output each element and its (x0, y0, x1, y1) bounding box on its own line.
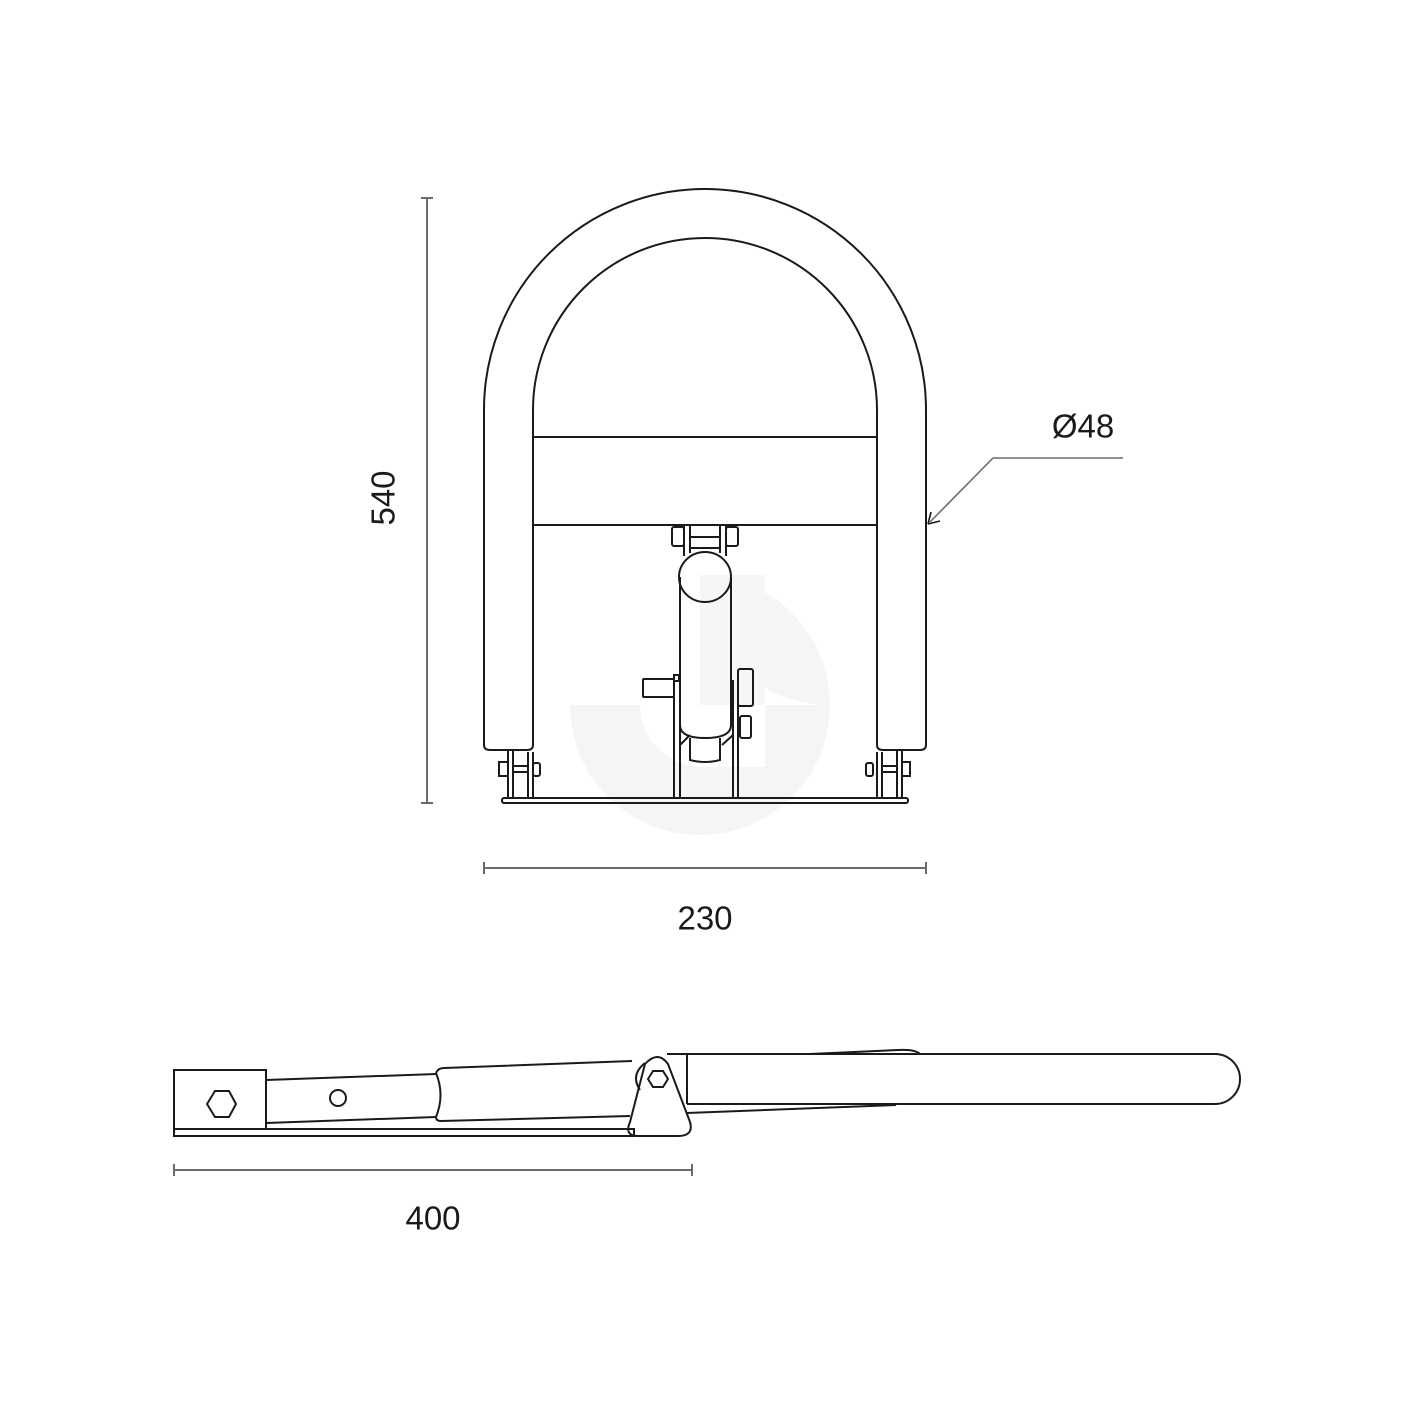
hex-bolt-left (205, 1090, 238, 1118)
width-dimension-line (483, 862, 927, 874)
watermark-logo (570, 575, 830, 835)
hex-bolt-pivot (646, 1070, 670, 1088)
bar-hole (329, 1089, 347, 1107)
u-bar-inner (532, 237, 878, 745)
u-bar-outer (483, 188, 927, 745)
width-dimension-label: 230 (677, 899, 733, 937)
pivot-bracket (627, 1056, 692, 1137)
diameter-leader (927, 457, 1123, 525)
side-clamp-block (173, 1069, 267, 1130)
length-dimension-line (173, 1164, 693, 1176)
base-plate (501, 797, 909, 804)
side-base-plate (173, 1128, 635, 1137)
diameter-dimension-label: Ø48 (1051, 407, 1115, 445)
height-dimension-label: 540 (364, 470, 402, 526)
length-dimension-label: 400 (405, 1199, 461, 1237)
right-hinge (865, 750, 911, 798)
side-u-bar (667, 1053, 1241, 1105)
side-view (173, 1048, 1241, 1137)
lock-mechanism (642, 525, 754, 798)
left-hinge (498, 750, 541, 798)
height-dimension-line (421, 197, 433, 804)
front-view (483, 188, 927, 804)
